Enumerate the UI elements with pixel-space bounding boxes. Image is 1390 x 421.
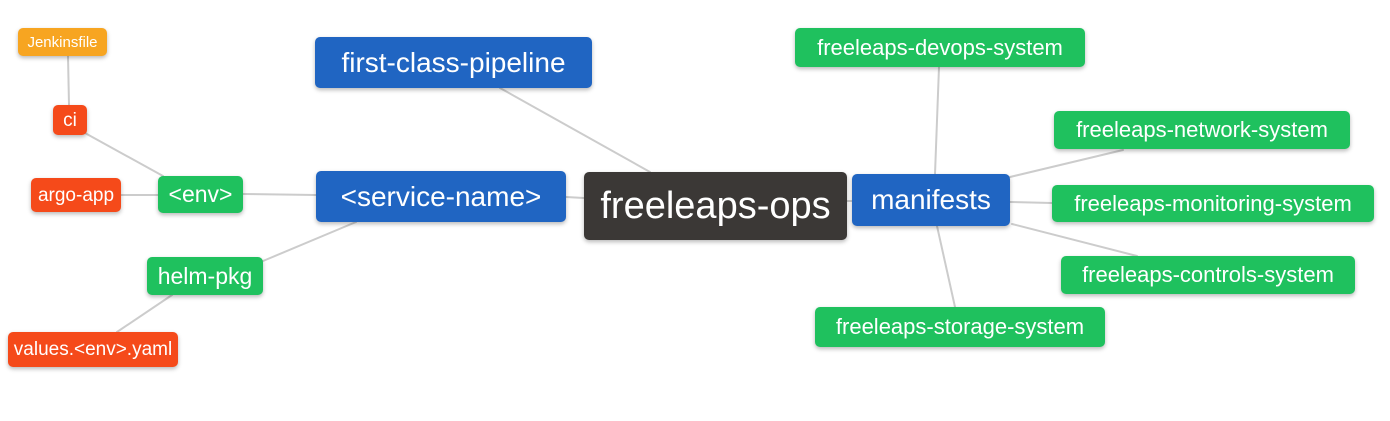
node-ci[interactable]: ci (53, 105, 87, 135)
node-label: freeleaps-storage-system (835, 314, 1085, 339)
node-freeleaps-storage-system[interactable]: freeleaps-storage-system (815, 307, 1105, 347)
node-label: freeleaps-controls-system (1082, 262, 1334, 287)
node-label: values.<env>.yaml (13, 339, 173, 360)
node-freeleaps-ops[interactable]: freeleaps-ops (584, 172, 847, 240)
edge-first-class-pipeline-to-freeleaps-ops (499, 87, 651, 173)
node-label: freeleaps-monitoring-system (1074, 190, 1352, 216)
node-label: freeleaps-network-system (1076, 117, 1328, 142)
node-label: freeleaps-ops (600, 185, 831, 227)
node-label: <env> (168, 181, 233, 207)
edge-service-name-to-freeleaps-ops (565, 196, 585, 199)
edge-jenkinsfile-to-ci (67, 55, 70, 106)
node-freeleaps-devops-system[interactable]: freeleaps-devops-system (795, 28, 1085, 67)
edge-helm-pkg-to-service-name (262, 221, 357, 262)
node-first-class-pipeline[interactable]: first-class-pipeline (315, 37, 592, 88)
node-jenkinsfile[interactable]: Jenkinsfile (18, 28, 107, 56)
node-label: argo-app (37, 184, 115, 206)
edge-ci-to-env (84, 132, 164, 177)
node-argo-app[interactable]: argo-app (31, 178, 121, 212)
node-label: Jenkinsfile (27, 33, 98, 51)
node-helm-pkg[interactable]: helm-pkg (147, 257, 263, 295)
node-service-name[interactable]: <service-name> (316, 171, 566, 222)
node-label: <service-name> (340, 180, 542, 212)
node-env[interactable]: <env> (158, 176, 243, 213)
edge-manifests-to-freeleaps-network-system (1009, 149, 1124, 178)
edge-env-to-service-name (242, 193, 317, 196)
edge-manifests-to-freeleaps-storage-system (936, 225, 956, 308)
edge-manifests-to-freeleaps-controls-system (1011, 223, 1138, 257)
node-freeleaps-controls-system[interactable]: freeleaps-controls-system (1061, 256, 1355, 294)
edge-manifests-to-freeleaps-monitoring-system (1009, 201, 1053, 204)
node-values-env-yaml[interactable]: values.<env>.yaml (8, 332, 178, 367)
edge-manifests-to-freeleaps-devops-system (934, 66, 940, 175)
node-freeleaps-network-system[interactable]: freeleaps-network-system (1054, 111, 1350, 149)
node-label: manifests (871, 184, 991, 215)
node-label: freeleaps-devops-system (817, 34, 1063, 60)
node-label: helm-pkg (157, 262, 253, 289)
node-manifests[interactable]: manifests (852, 174, 1010, 226)
edge-values-env-yaml-to-helm-pkg (116, 294, 173, 333)
node-label: first-class-pipeline (341, 46, 566, 78)
node-freeleaps-monitoring-system[interactable]: freeleaps-monitoring-system (1052, 185, 1374, 222)
node-label: ci (63, 109, 77, 131)
